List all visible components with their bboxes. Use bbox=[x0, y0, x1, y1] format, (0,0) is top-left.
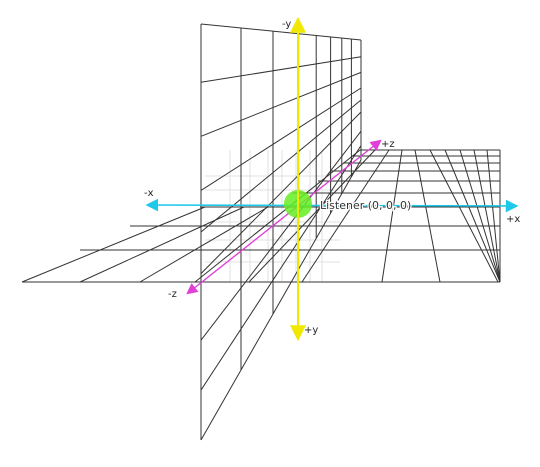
horizontal-grid-column bbox=[444, 149, 501, 283]
horizontal-grid-column bbox=[486, 149, 501, 283]
horizontal-grid-column bbox=[21, 206, 206, 283]
z-positive-label: +z bbox=[381, 139, 395, 150]
y-positive-label: +y bbox=[304, 325, 318, 336]
horizontal-grid-column bbox=[381, 149, 403, 283]
vertical-grid-row bbox=[200, 145, 362, 391]
z-axis-line bbox=[186, 139, 382, 295]
vertical-grid-row bbox=[200, 23, 362, 41]
x-positive-label: +x bbox=[506, 214, 520, 225]
vertical-grid-row bbox=[200, 71, 362, 137]
y-negative-label: -y bbox=[282, 19, 291, 30]
x-negative-label: -x bbox=[144, 188, 154, 199]
horizontal-grid-column bbox=[429, 149, 499, 283]
horizontal-grid-column bbox=[79, 206, 245, 283]
z-negative-label: -z bbox=[168, 289, 177, 300]
listener-label: Listener (0, 0, 0) bbox=[320, 199, 411, 212]
horizontal-grid-column bbox=[459, 149, 501, 283]
horizontal-grid-column bbox=[473, 149, 501, 283]
horizontal-grid-column bbox=[414, 149, 441, 283]
vertical-grid-row bbox=[200, 130, 362, 341]
vertical-grid-row bbox=[200, 56, 362, 83]
vertical-grid-row bbox=[200, 99, 362, 233]
